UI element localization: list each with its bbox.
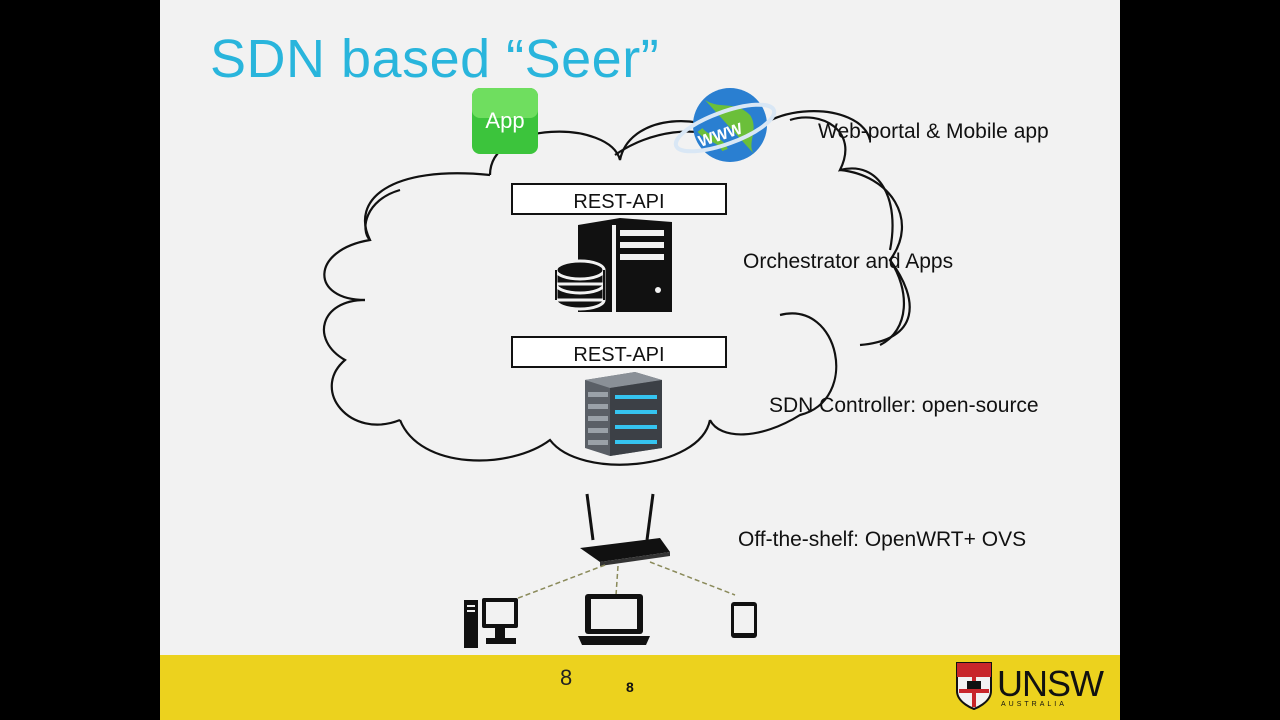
unsw-logo: UNSW AUSTRALIA (955, 661, 1104, 713)
server-database-icon (554, 218, 672, 313)
footer-bar: 8 8 UNSW AUSTRALIA (160, 655, 1120, 720)
slide-title: SDN based “Seer” (210, 29, 660, 89)
rest-api-top-box: REST-API (511, 183, 727, 215)
unsw-crest-icon (956, 662, 992, 711)
controller-server-icon (585, 372, 662, 456)
logo-subtext: AUSTRALIA (1001, 701, 1067, 708)
rest-api-bottom-box: REST-API (511, 336, 727, 368)
label-controller: SDN Controller: open-source (769, 394, 1039, 417)
label-web-portal: Web-portal & Mobile app (818, 120, 1049, 143)
page-number: 8 (560, 665, 573, 690)
tablet-icon (731, 602, 757, 638)
slide: SDN based “Seer” App WW (160, 0, 1120, 720)
page-number-small: 8 (626, 679, 634, 695)
app-icon: App (472, 88, 538, 154)
label-orchestrator: Orchestrator and Apps (743, 250, 954, 273)
logo-text: UNSW (997, 663, 1104, 704)
app-badge-text: App (485, 108, 524, 133)
globe-www-icon: WWW (673, 88, 777, 162)
architecture-diagram: App WWW (322, 88, 911, 648)
label-router: Off-the-shelf: OpenWRT+ OVS (738, 528, 1027, 551)
desktop-computer-icon (464, 598, 518, 648)
wifi-router-icon (580, 493, 670, 566)
laptop-icon (578, 594, 650, 645)
